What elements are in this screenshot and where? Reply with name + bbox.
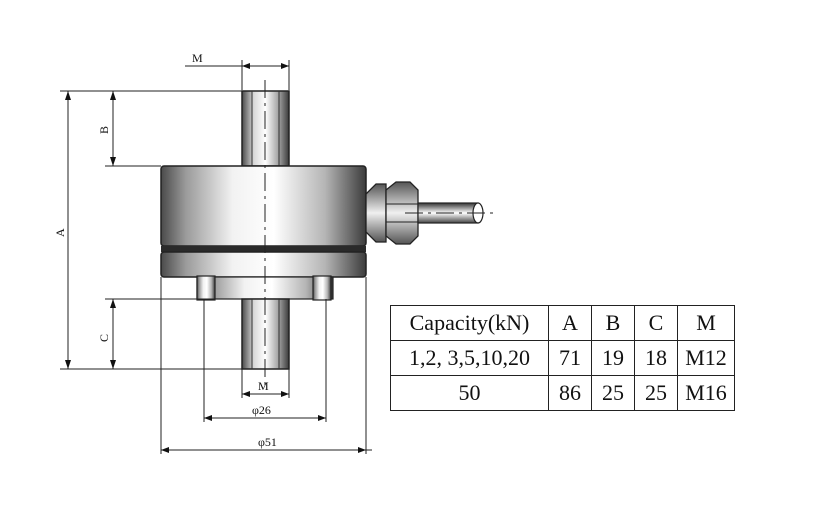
- cell-a: 86: [548, 375, 592, 411]
- dim-label-b: B: [97, 126, 111, 134]
- table-header-row: Capacity(kN) A B C M: [390, 305, 735, 341]
- dimension-lines: [60, 60, 372, 454]
- cell-capacity: 50: [390, 375, 549, 411]
- table-row: 1,2, 3,5,10,20 71 19 18 M12: [390, 340, 735, 376]
- dim-label-m-bottom: M: [258, 379, 269, 393]
- dim-label-phi26: φ26: [252, 403, 271, 417]
- dim-label-a: A: [53, 228, 67, 237]
- cell-b: 25: [591, 375, 635, 411]
- bottom-flange: [196, 275, 334, 301]
- cell-m: M12: [677, 340, 735, 376]
- cell-c: 25: [634, 375, 678, 411]
- cell-m: M16: [677, 375, 735, 411]
- cell-c: 18: [634, 340, 678, 376]
- header-capacity: Capacity(kN): [390, 305, 549, 341]
- centre-lines: [264, 80, 498, 390]
- cell-a: 71: [548, 340, 592, 376]
- header-m: M: [677, 305, 735, 341]
- header-c: C: [634, 305, 678, 341]
- cell-b: 19: [591, 340, 635, 376]
- header-a: A: [548, 305, 592, 341]
- load-cell-body: [160, 165, 367, 278]
- cell-capacity: 1,2, 3,5,10,20: [390, 340, 549, 376]
- cable-gland: [365, 181, 419, 245]
- dim-label-c: C: [97, 334, 111, 342]
- dim-label-phi51: φ51: [258, 435, 277, 449]
- dim-label-m-top: M: [192, 51, 203, 65]
- dimension-arrows: [65, 63, 366, 453]
- capacity-table: Capacity(kN) A B C M 1,2, 3,5,10,20 71 1…: [390, 305, 735, 411]
- table-row: 50 86 25 25 M16: [390, 375, 735, 411]
- header-b: B: [591, 305, 635, 341]
